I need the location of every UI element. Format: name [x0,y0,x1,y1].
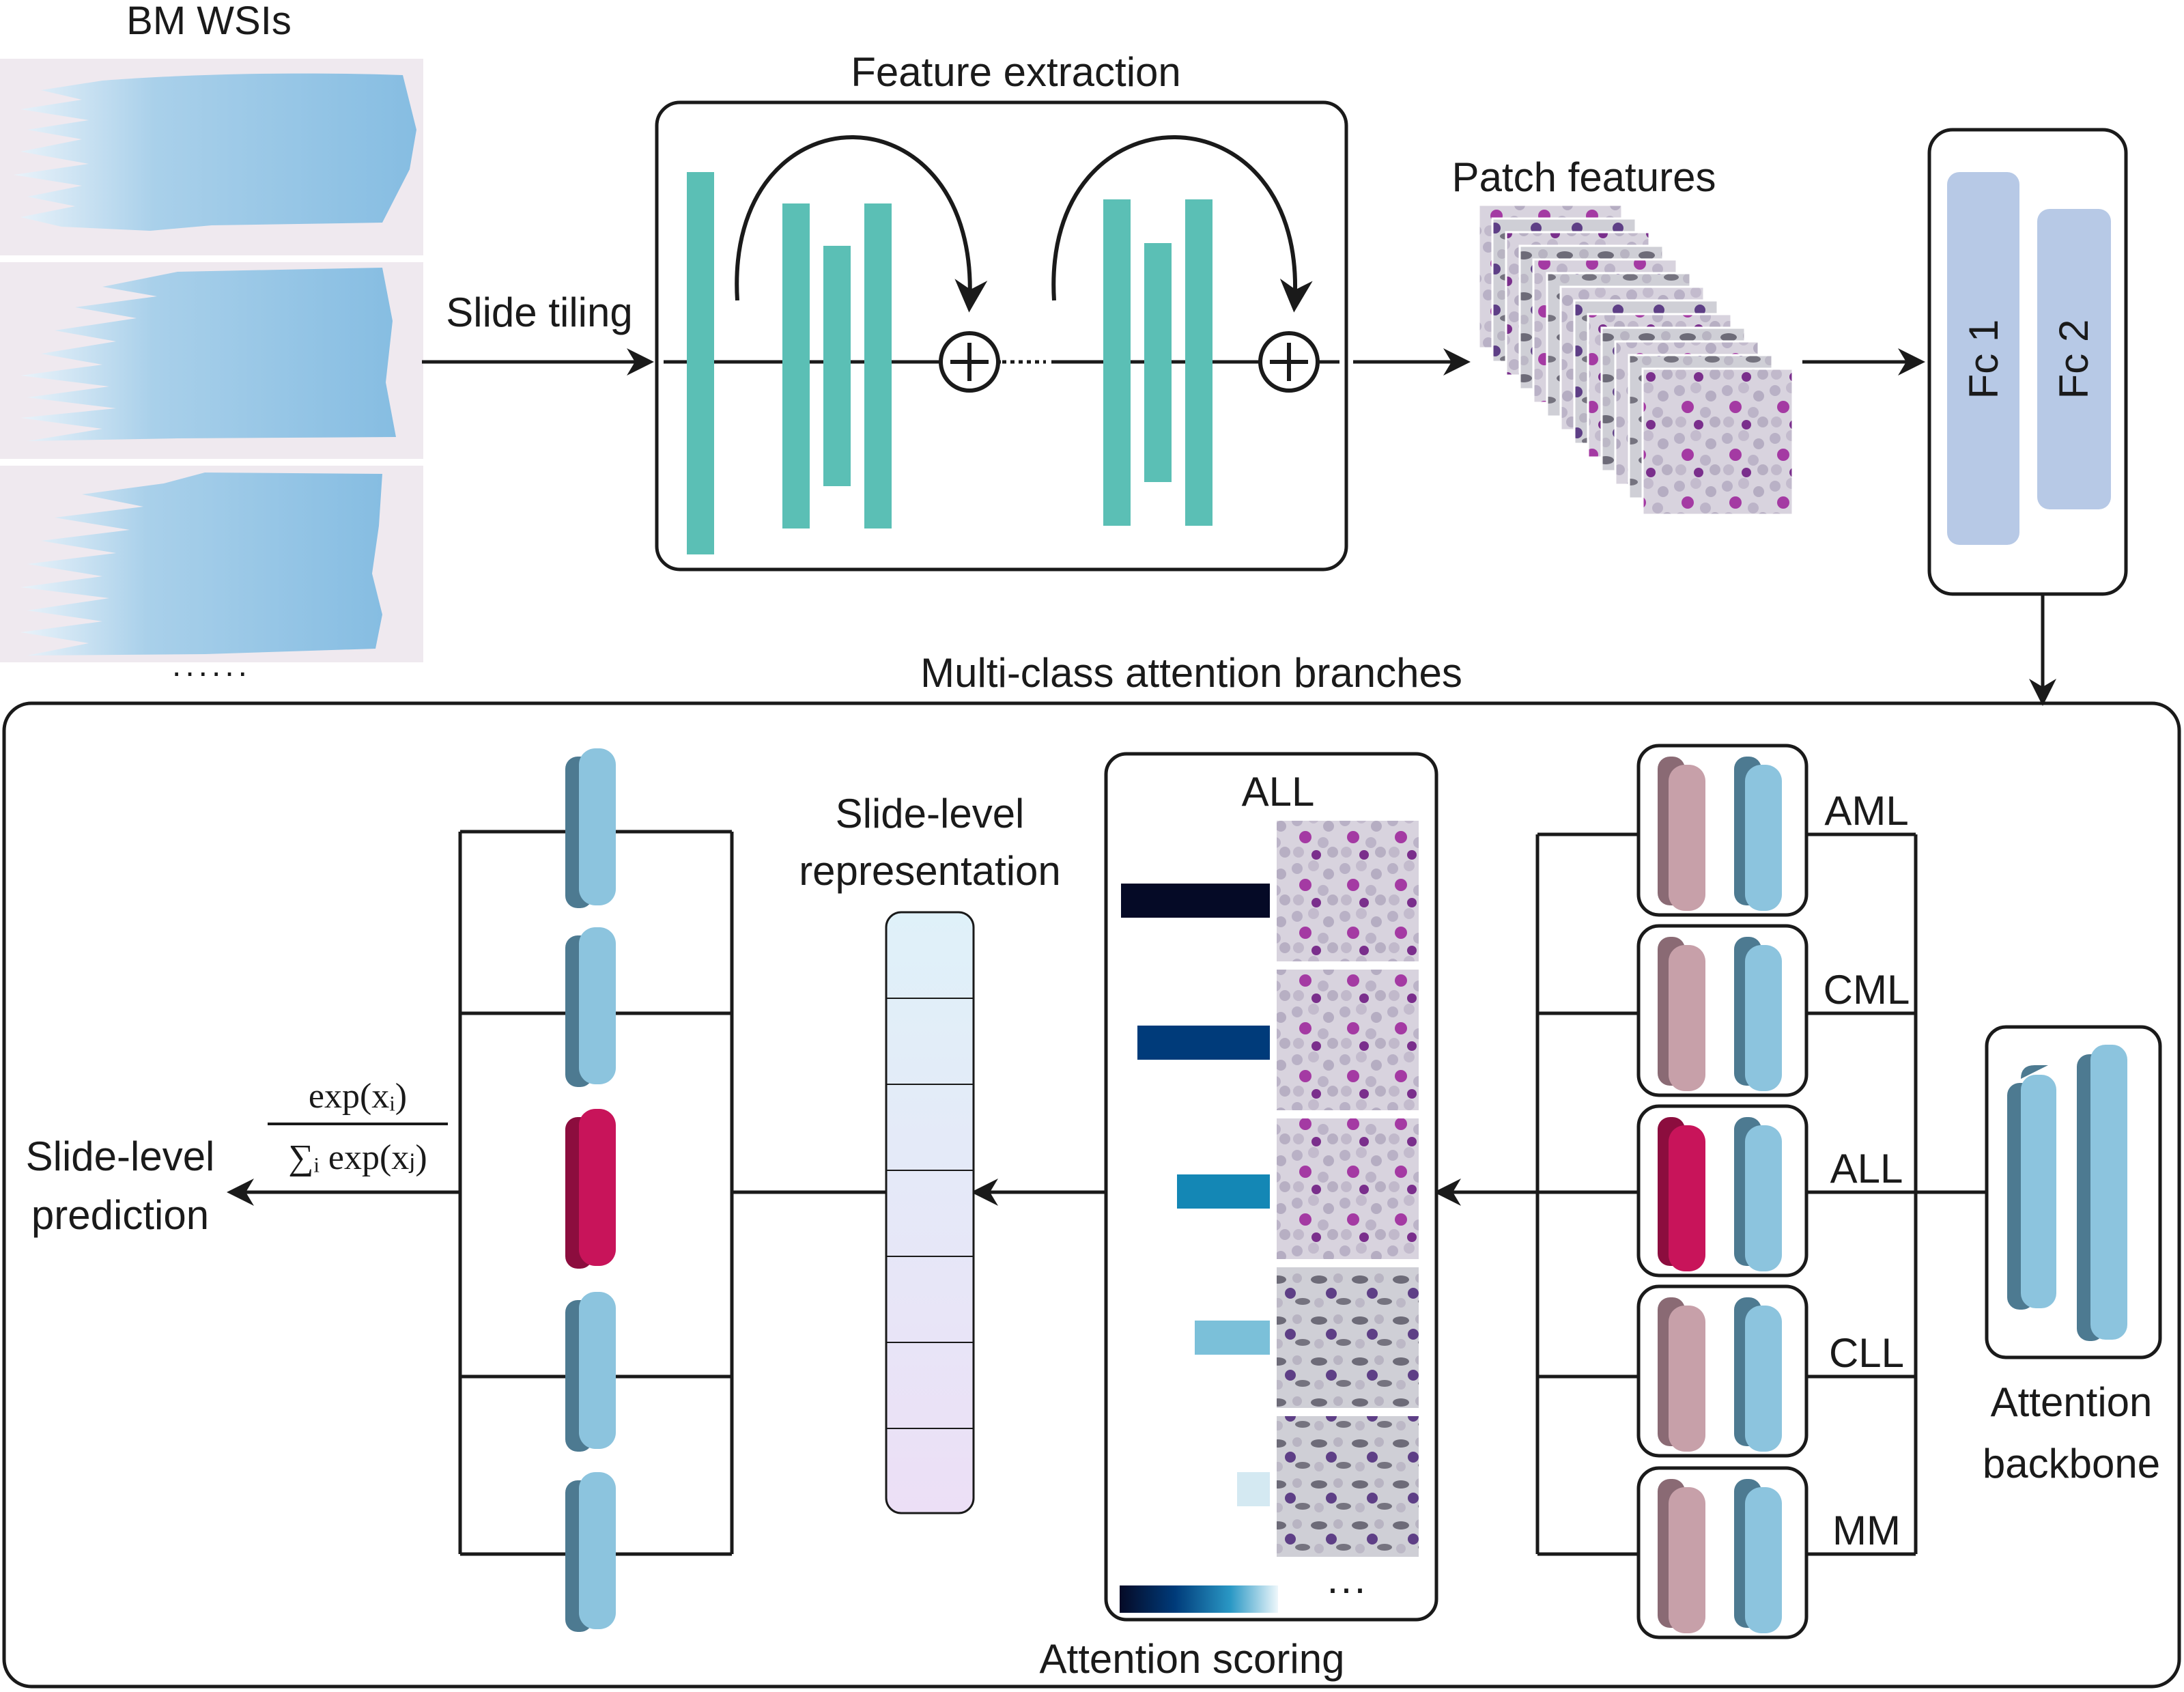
patch-image [1277,1416,1419,1557]
softmax-denominator: ∑ᵢ exp(xⱼ) [288,1138,427,1177]
slide-representation-vector [885,911,975,1514]
wsi-stack: BM WSIs ...... [0,0,423,683]
attention-backbone-label-2: backbone [1983,1441,2160,1486]
slide-pred-label-1: Slide-level [26,1133,215,1179]
classifier-node [565,927,616,1087]
wsi-title: BM WSIs [126,0,292,43]
branch-label: ALL [1830,1146,1903,1192]
branch-all [1636,1104,1809,1278]
classifier-node-active [565,1109,616,1269]
fc1-layer [1947,172,2019,545]
attention-bar [1137,1026,1270,1060]
attention-backbone-label-1: Attention [1991,1379,2153,1425]
branch-cml [1636,924,1809,1097]
wsi-slide-3 [0,466,423,662]
multi-class-title: Multi-class attention branches [920,650,1462,696]
attention-bar [1121,884,1270,918]
feature-extractor-box [655,100,1348,572]
slide-repr-label-2: representation [799,848,1061,894]
attention-scoring-label: Attention scoring [1040,1636,1345,1682]
branch-label: AML [1824,788,1908,834]
branch-label: MM [1832,1508,1901,1553]
conv-block [782,203,810,528]
attention-branches-panel [2,701,2181,1689]
branch-mm [1636,1466,1809,1639]
patch-image [1277,1118,1419,1259]
wsi-more-dots: ...... [172,647,251,683]
conv-block [1103,199,1131,526]
branch-connectors [1535,832,1985,1556]
conv-block [1144,243,1172,482]
attention-color-scale [1120,1585,1278,1613]
branch-label: CLL [1829,1330,1904,1376]
classifier-node [565,1472,616,1632]
backbone-layer [2007,1065,2056,1310]
conv-block [823,246,851,486]
attention-bar [1237,1472,1270,1506]
branch-aml [1636,744,1809,917]
fc-block: Fc 1 Fc 2 [1927,128,2128,596]
classifier-node [565,1292,616,1452]
patch-image [1277,1267,1419,1408]
attention-bar [1177,1174,1270,1209]
sum-node-icon [1258,331,1320,393]
branch-label: CML [1824,967,1910,1013]
attention-scoring-panel: ALL ··· [1104,752,1438,1622]
attention-panel-title: ALL [1242,769,1315,815]
attention-ellipsis: ··· [1326,1565,1367,1611]
sum-node-icon [939,331,1000,393]
classifier-node [565,748,616,908]
softmax-numerator: exp(xᵢ) [309,1077,407,1116]
wsi-slide-2 [0,262,423,459]
fc2-layer [2037,209,2111,509]
conv-block [687,172,714,554]
slide-tiling-label: Slide tiling [446,290,633,335]
patch-image [1277,821,1419,961]
fc2-label: Fc 2 [2051,320,2097,399]
branch-cll [1636,1284,1809,1458]
attention-bar [1195,1321,1270,1355]
skip-connection-arrow [735,135,988,313]
attention-backbone: Attention backbone [1983,1025,2162,1486]
conv-block [864,203,892,528]
fc1-label: Fc 1 [1961,320,2006,399]
wsi-slide-1 [0,59,423,255]
patch-features-title: Patch features [1452,154,1716,200]
slide-repr-label-1: Slide-level [836,791,1025,836]
skip-connection-arrow [1051,135,1313,313]
slide-pred-label-2: prediction [31,1192,209,1238]
conv-block [1185,199,1212,526]
patch-image [1277,970,1419,1110]
backbone-layer [2077,1045,2127,1341]
patch-stack [1477,203,1794,516]
feature-extraction-title: Feature extraction [851,49,1181,95]
